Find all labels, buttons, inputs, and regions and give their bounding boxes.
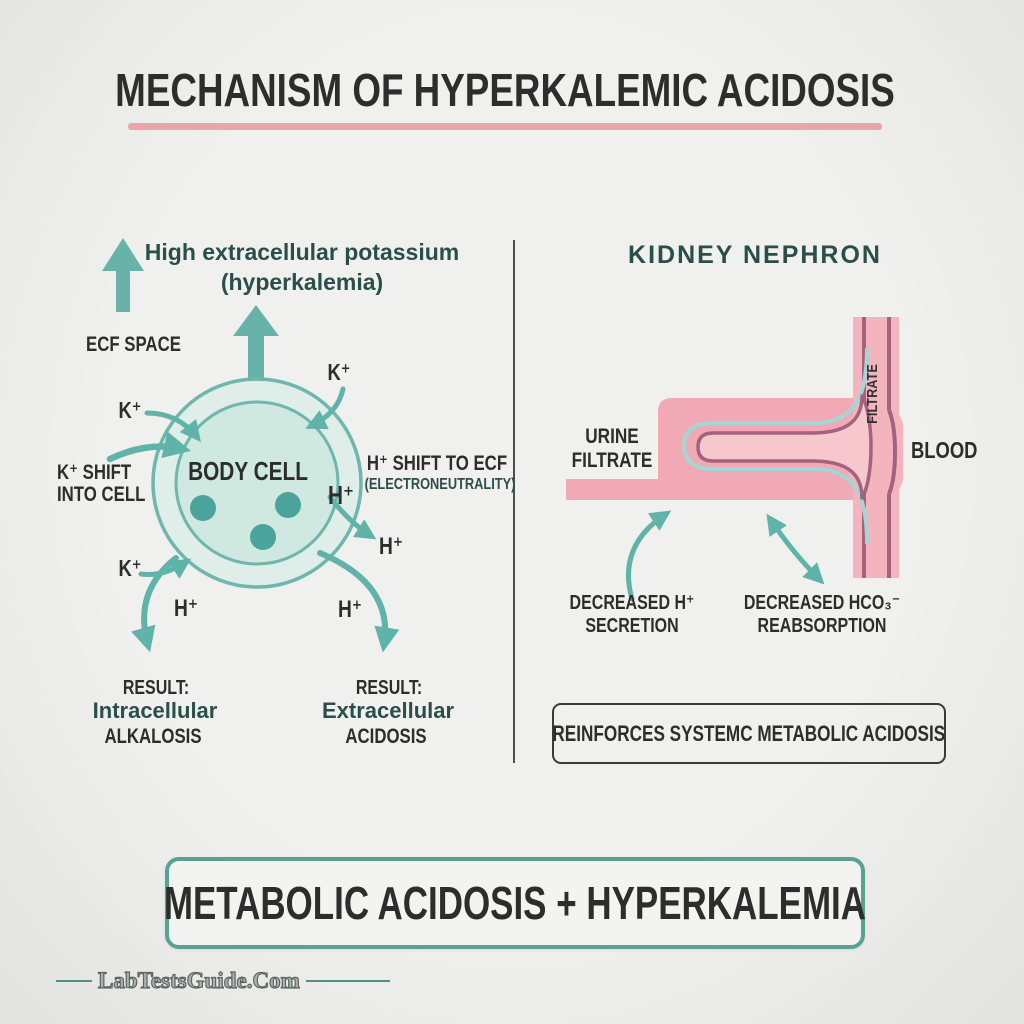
tubule-lumen [696, 394, 873, 500]
k-shift-line2: INTO CELL [57, 483, 146, 506]
decreased-hco3-label: DECREASED HCO₃⁻ REABSORPTION [744, 592, 900, 638]
reinforces-box: REINFORCES SYSTEMC METABOLIC ACIDOSIS [552, 703, 946, 764]
body-cell [151, 377, 363, 589]
urine-line1: URINE [585, 425, 639, 448]
decreased-h-line2: SECRETION [585, 615, 679, 637]
page-title: MECHANISM OF HYPERKALEMIC ACIDOSIS [115, 64, 895, 116]
h-ion-label-bottom-left: H⁺ [174, 595, 198, 622]
hyperkalemia-label: High extracellular potassium [144, 239, 460, 265]
result-right-label: RESULT: [355, 677, 423, 699]
decreased-hco3-line1: DECREASED HCO₃⁻ [743, 592, 901, 614]
body-cell-label: BODY CELL [188, 456, 308, 486]
cell-dot [190, 495, 216, 521]
h-ion-label-bottom-mid: H⁺ [338, 596, 362, 623]
result-left-emphasis: Intracellular [92, 698, 218, 723]
decreased-h-arrow [626, 510, 672, 602]
h-out-arrow-bottom-right [317, 550, 400, 653]
watermark-line-right [305, 979, 390, 983]
loop-accent-line [681, 347, 869, 545]
k-ion-label-top-right: K⁺ [327, 359, 351, 385]
h-out-arrow-bottom-left [131, 555, 179, 653]
h-shift-label: H⁺ SHIFT TO ECF [366, 452, 508, 475]
conclusion-text: METABOLIC ACIDOSIS + HYPERKALEMIA [163, 876, 867, 929]
nephron [566, 317, 903, 602]
k-in-arrow-top-right [305, 386, 346, 430]
k-in-arrow-top-left [144, 410, 201, 442]
conclusion-banner: METABOLIC ACIDOSIS + HYPERKALEMIA [163, 857, 867, 949]
urine-line2: FILTRATE [571, 449, 653, 472]
hyperkalemia-sublabel: (hyperkalemia) [220, 269, 384, 295]
kidney-nephron-heading: KIDNEY NEPHRON [628, 241, 882, 269]
vessel-wall-bulge [887, 409, 897, 495]
watermark-text: LabTestsGuide.Com [97, 967, 300, 993]
result-left-condition: ALKALOSIS [104, 725, 202, 748]
result-right-condition: ACIDOSIS [345, 725, 427, 748]
cell-up-arrow [233, 305, 279, 382]
k-shift-label: K⁺ SHIFT INTO CELL [57, 462, 145, 506]
k-in-arrow-left [106, 431, 191, 463]
filtrate-tube-label: FILTRATE [864, 364, 882, 424]
decreased-h-line1: DECREASED H⁺ [569, 592, 695, 614]
title-underline [128, 123, 882, 130]
ecf-space-label: ECF SPACE [86, 333, 181, 356]
h-ion-label-right: H⁺ [379, 533, 403, 560]
ecf-up-arrow [102, 238, 144, 312]
result-right-emphasis: Extracellular [321, 698, 455, 723]
k-ion-label-bottom-left: K⁺ [118, 555, 142, 581]
decreased-hco3-arrow [766, 513, 825, 585]
k-shift-line1: K⁺ SHIFT [57, 461, 132, 484]
cell-dot [275, 492, 301, 518]
watermark: LabTestsGuide.Com [56, 967, 390, 994]
ion-arrows [106, 386, 400, 653]
k-ion-label-left: K⁺ [118, 397, 142, 423]
result-left-label: RESULT: [122, 677, 190, 699]
blood-label: BLOOD [911, 437, 978, 463]
h-out-arrow-right [327, 494, 377, 540]
watermark-line-left [56, 979, 92, 983]
urine-filtrate-label: URINE FILTRATE [572, 425, 653, 473]
decreased-hco3-line2: REABSORPTION [757, 615, 887, 637]
decreased-h-label: DECREASED H⁺ SECRETION [570, 592, 695, 638]
electroneutrality-label: (ELECTRONEUTRALITY) [364, 476, 516, 493]
h-ion-label-membrane: H⁺ [328, 480, 354, 510]
cell-dot [250, 524, 276, 550]
reinforces-text: REINFORCES SYSTEMC METABOLIC ACIDOSIS [552, 720, 946, 746]
